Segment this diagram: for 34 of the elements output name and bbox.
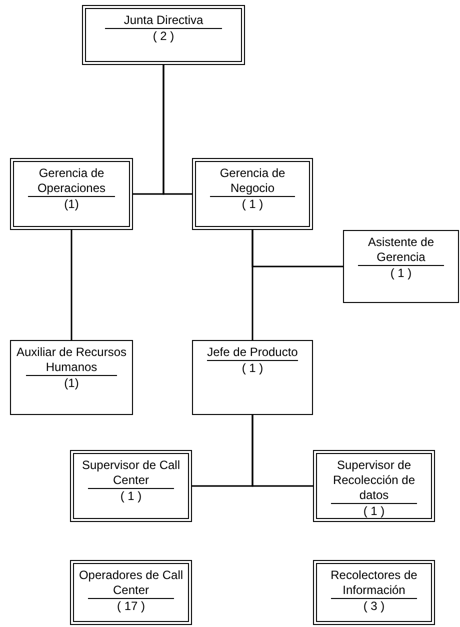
- position-title: Gerencia de Operaciones: [36, 166, 107, 196]
- headcount: ( 1 ): [210, 196, 296, 212]
- position-title: Auxiliar de Recursos Humanos: [15, 345, 128, 375]
- position-title: Asistente de Gerencia: [366, 235, 436, 265]
- position-box: [192, 158, 313, 230]
- position-title: Supervisor de Recolección de datos: [332, 458, 416, 503]
- headcount: ( 1 ): [330, 503, 418, 519]
- headcount: ( 17 ): [88, 598, 174, 614]
- position-title: Operadores de Call Center: [78, 568, 184, 598]
- position-box: [70, 450, 192, 522]
- position-title: Supervisor de Call Center: [80, 458, 182, 488]
- position-box: [10, 340, 133, 415]
- position-title: Gerencia de Negocio: [218, 166, 286, 196]
- headcount: ( 2 ): [104, 28, 222, 44]
- connector-line: [252, 415, 313, 487]
- position-title: Recolectores de Información: [330, 568, 418, 598]
- position-box: [313, 450, 435, 522]
- headcount: ( 3 ): [330, 598, 418, 614]
- headcount: ( 1 ): [207, 360, 298, 376]
- position-title: Jefe de Producto: [206, 345, 299, 360]
- position-box: [70, 560, 192, 625]
- headcount: ( 1 ): [88, 488, 174, 504]
- headcount: ( 1 ): [358, 265, 444, 281]
- connector-line: [252, 230, 254, 340]
- position-box: [192, 340, 313, 415]
- position-box: [82, 5, 245, 65]
- position-box: [313, 560, 435, 625]
- position-box: [343, 230, 459, 303]
- position-title: Junta Directiva: [122, 13, 204, 28]
- connector-line: [162, 65, 192, 195]
- connector-line: [70, 230, 72, 340]
- headcount: (1): [28, 196, 116, 212]
- headcount: (1): [26, 375, 118, 391]
- position-box: [10, 158, 133, 230]
